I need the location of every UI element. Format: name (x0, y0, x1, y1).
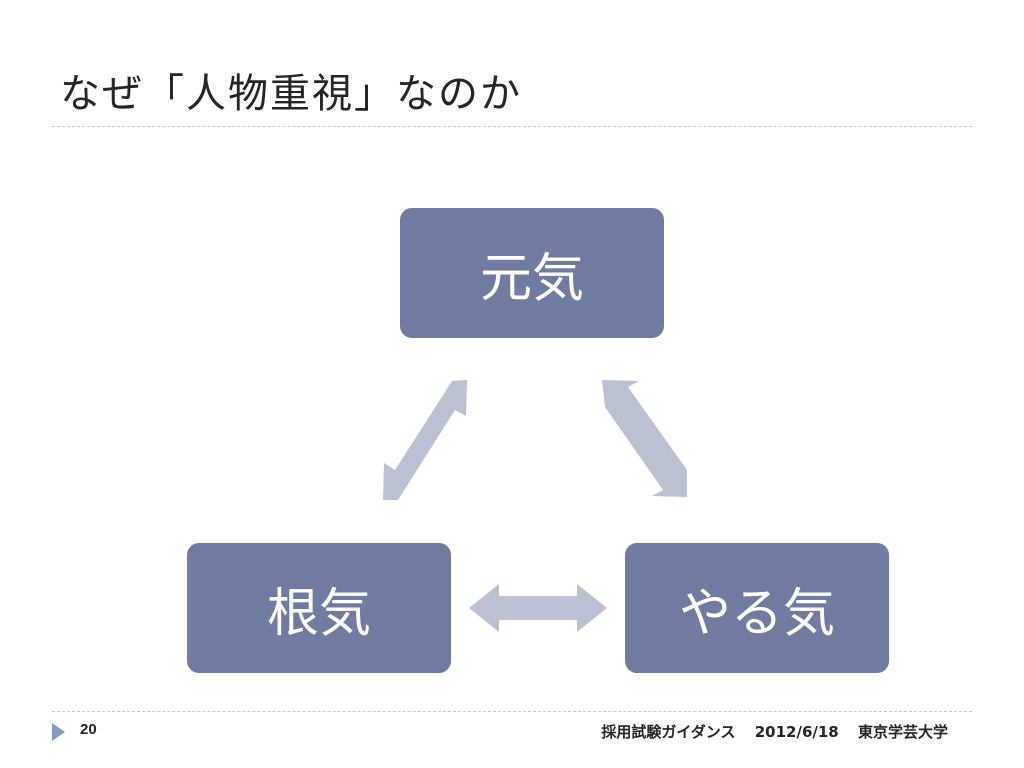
footer-institution: 東京学芸大学 (857, 723, 948, 741)
node-konki-label: 根気 (266, 583, 371, 644)
footer-date: 2012/6/18 (754, 723, 839, 741)
double-arrow-top-left (383, 380, 467, 500)
footer-subject: 採用試験ガイダンス (601, 723, 736, 741)
double-arrow-bottom (469, 584, 607, 632)
footer-triangle-icon (52, 723, 65, 741)
footer-divider (52, 711, 972, 712)
node-genki-label: 元気 (479, 248, 584, 309)
page-number: 20 (80, 721, 97, 738)
double-arrow-top-right (602, 380, 687, 497)
node-yaruki: やる気 (625, 543, 889, 673)
slide-title: なぜ「人物重視」なのか (60, 71, 522, 117)
title-divider (52, 126, 972, 127)
node-genki: 元気 (400, 208, 664, 338)
node-konki: 根気 (187, 543, 451, 673)
footer-info: 採用試験ガイダンス 2012/6/18 東京学芸大学 (601, 721, 948, 742)
node-yaruki-label: やる気 (678, 583, 835, 644)
